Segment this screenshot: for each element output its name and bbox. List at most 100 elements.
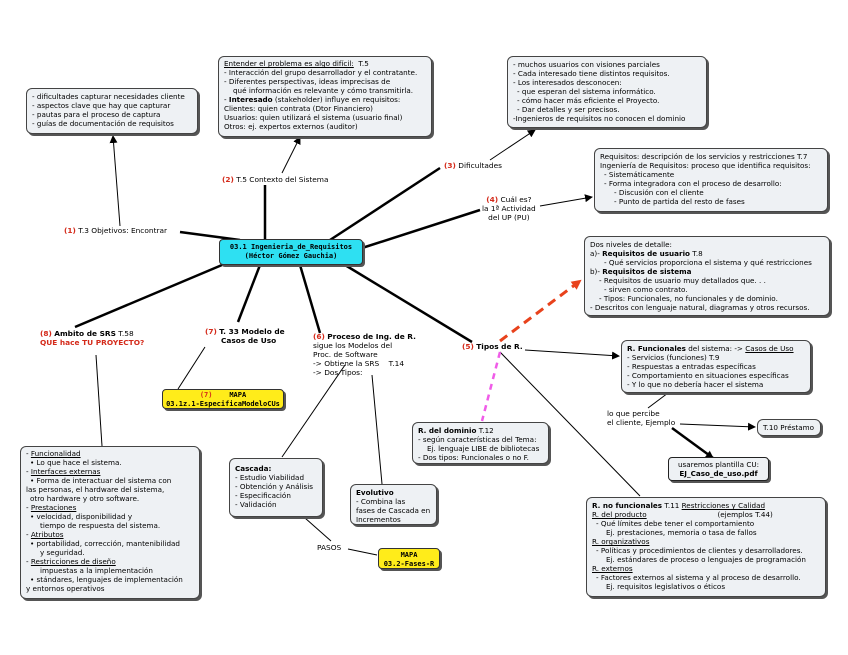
box-line: - guías de documentación de requisitos — [32, 119, 174, 128]
link-label-pasos: PASOS — [317, 543, 342, 552]
center-title: 03.1 Ingenieria_de_Requisitos — [229, 243, 353, 251]
link-text: QUE hace TU PROYECTO? — [40, 338, 145, 347]
edge-center-l8 — [74, 263, 223, 329]
box-line: T.12 — [478, 426, 494, 435]
box-heading: Prestaciones — [30, 503, 77, 512]
box-line: • portabilidad, corrección, mantenibilid… — [30, 539, 180, 548]
link-label-actividad: (4) Cuál es? la 1ª Actividad del UP (PU) — [482, 195, 536, 222]
link-text: T.58 — [118, 329, 134, 338]
dificultades-box[interactable]: - muchos usuarios con visiones parciales… — [507, 56, 707, 128]
box-line: - Combina las — [356, 497, 406, 506]
box-line: Restricciones y Calidad — [681, 501, 766, 510]
box-line: Dos niveles de detalle: — [590, 240, 672, 249]
box-heading: Interfaces externas — [30, 467, 101, 476]
map-node-especifica-cus[interactable]: (7) MAPA 03.1z.1-EspecificaModeloCUs — [162, 389, 284, 409]
link-text: Cuál es? — [500, 195, 532, 204]
box-line: - cómo hacer más eficiente el Proyecto. — [517, 96, 660, 105]
edge-center-l4 — [361, 208, 481, 250]
link-number: (4) — [486, 195, 499, 204]
contexto-box[interactable]: Entender el problema es algo difícil: T.… — [218, 56, 432, 137]
link-label-tipos: (5) Tipos de R. — [462, 342, 523, 351]
box-line: - Respuestas a entradas específicas — [627, 362, 756, 371]
cascada-box[interactable]: Cascada: - Estudio Viabilidad - Obtenció… — [229, 458, 323, 517]
link-text: lo que percibe — [607, 409, 660, 418]
box-line: - Qué límites debe tener el comportamien… — [596, 519, 755, 528]
box-heading: R. no funcionales — [592, 501, 663, 510]
edge-dashed-dominio — [480, 351, 502, 422]
box-line: Requisitos: descripción de los servicios… — [600, 152, 808, 161]
box-line: del sistema: -> — [688, 344, 743, 353]
box-line: - Tipos: Funcionales, no funcionales y d… — [599, 294, 778, 303]
box-line: Otros: ej. expertos externos (auditor) — [224, 122, 358, 131]
box-line: - Dos tipos: Funcionales o no F. — [418, 453, 529, 462]
box-line: y entornos operativos — [26, 584, 105, 593]
box-line: T.5 — [358, 59, 369, 68]
link-text: Proc. de Software — [313, 350, 378, 359]
link-number: (2) — [222, 175, 234, 184]
map-link[interactable]: 03.1z.1-EspecificaModeloCUs — [166, 400, 280, 408]
link-text: sigue los Modelos del — [313, 341, 393, 350]
box-line: Casos de Uso — [745, 344, 794, 353]
plantilla-file-node[interactable]: usaremos plantilla CU: EJ_Caso_de_uso.pd… — [668, 457, 769, 481]
center-node[interactable]: 03.1 Ingenieria_de_Requisitos (Héctor Gó… — [219, 239, 363, 265]
box-line: y seguridad. — [40, 548, 85, 557]
box-heading: Requisitos de usuario — [602, 249, 690, 258]
niveles-box[interactable]: Dos niveles de detalle: a)- Requisitos d… — [584, 236, 830, 316]
box-line: - Obtención y Análisis — [235, 482, 313, 491]
objetivos-box[interactable]: - dificultades capturar necesidades clie… — [26, 88, 198, 134]
link-text: el cliente, Ejemplo — [607, 418, 676, 427]
map-label: MAPA — [400, 551, 418, 559]
edge-l5-nofuncionales — [499, 351, 641, 497]
box-heading: Cascada: — [235, 464, 272, 473]
box-line: (stakeholder) influye en requisitos: — [274, 95, 401, 104]
nofuncionales-box[interactable]: R. no funcionales T.11 Restricciones y C… — [586, 497, 826, 597]
edge-l2-contexto — [281, 136, 301, 174]
link-label-ambito: (8) Ambito de SRS T.58 QUE hace TU PROYE… — [40, 329, 144, 347]
box-line: Usuarios: quien utilizará el sistema (us… — [224, 113, 403, 122]
box-line: - Requisitos de usuario muy detallados q… — [599, 276, 766, 285]
link-text: T.3 Objetivos: Encontrar — [78, 226, 168, 235]
link-number: (5) — [462, 342, 474, 351]
box-line: - Factores externos al sistema y al proc… — [596, 573, 801, 582]
box-heading: Requisitos de sistema — [602, 267, 692, 276]
box-line: las personas, el hardware del sistema, — [26, 485, 165, 494]
box-line: - según características del Tema: — [418, 435, 537, 444]
box-line: - Y lo que no debería hacer el sistema — [627, 380, 764, 389]
edge-l8-ambito — [95, 354, 103, 447]
box-line: otro hardware y otro software. — [30, 494, 140, 503]
box-line: Ej. requisitos legislativos o éticos — [606, 582, 726, 591]
link-text: T. 33 Modelo de — [219, 327, 285, 336]
box-line: - pautas para el proceso de captura — [32, 110, 161, 119]
prestamo-box[interactable]: T.10 Préstamo — [757, 419, 821, 436]
box-line: fases de Cascada en — [356, 506, 431, 515]
box-line: Incrementos — [356, 515, 401, 524]
edge-center-l7 — [236, 264, 262, 323]
box-line: - que esperan del sistema informático. — [517, 87, 656, 96]
ambito-box[interactable]: - Funcionalidad • Lo que hace el sistema… — [20, 446, 200, 599]
box-line: Ingeniería de Requisitos: proceso que id… — [600, 161, 811, 170]
box-heading: Entender el problema es algo difícil: — [224, 59, 354, 68]
box-heading: Evolutivo — [356, 488, 394, 497]
box-line: tiempo de respuesta del sistema. — [40, 521, 161, 530]
map-number: (7) — [199, 391, 213, 399]
edge-center-l3 — [329, 166, 441, 242]
box-line: - Comportamiento en situaciones específi… — [627, 371, 789, 380]
map-node-fases-r[interactable]: MAPA 03.2-Fases-R — [378, 548, 440, 569]
box-line: b)- — [590, 267, 600, 276]
box-line: • Forma de interactuar del sistema con — [30, 476, 172, 485]
evolutivo-box[interactable]: Evolutivo - Combina las fases de Cascada… — [350, 484, 437, 525]
funcionales-box[interactable]: R. Funcionales del sistema: -> Casos de … — [621, 340, 811, 393]
link-label-percibe: lo que percibe el cliente, Ejemplo — [607, 409, 675, 427]
box-line: - Los interesados desconocen: — [513, 78, 622, 87]
box-line: - Estudio Viabilidad — [235, 473, 305, 482]
link-text: -> Dos Tipos: — [313, 368, 363, 377]
box-line: - Políticas y procedimientos de clientes… — [596, 546, 803, 555]
box-line: - muchos usuarios con visiones parciales — [513, 60, 660, 69]
file-link[interactable]: EJ_Caso_de_uso.pdf — [679, 469, 758, 478]
link-label-objetivos: (1) T.3 Objetivos: Encontrar — [64, 226, 167, 235]
link-number: (1) — [64, 226, 76, 235]
map-link[interactable]: 03.2-Fases-R — [383, 560, 435, 568]
actividad-box[interactable]: Requisitos: descripción de los servicios… — [594, 148, 828, 212]
dominio-box[interactable]: R. del dominio T.12 - según característi… — [412, 422, 549, 464]
edge-l3-dificultades — [489, 129, 536, 161]
